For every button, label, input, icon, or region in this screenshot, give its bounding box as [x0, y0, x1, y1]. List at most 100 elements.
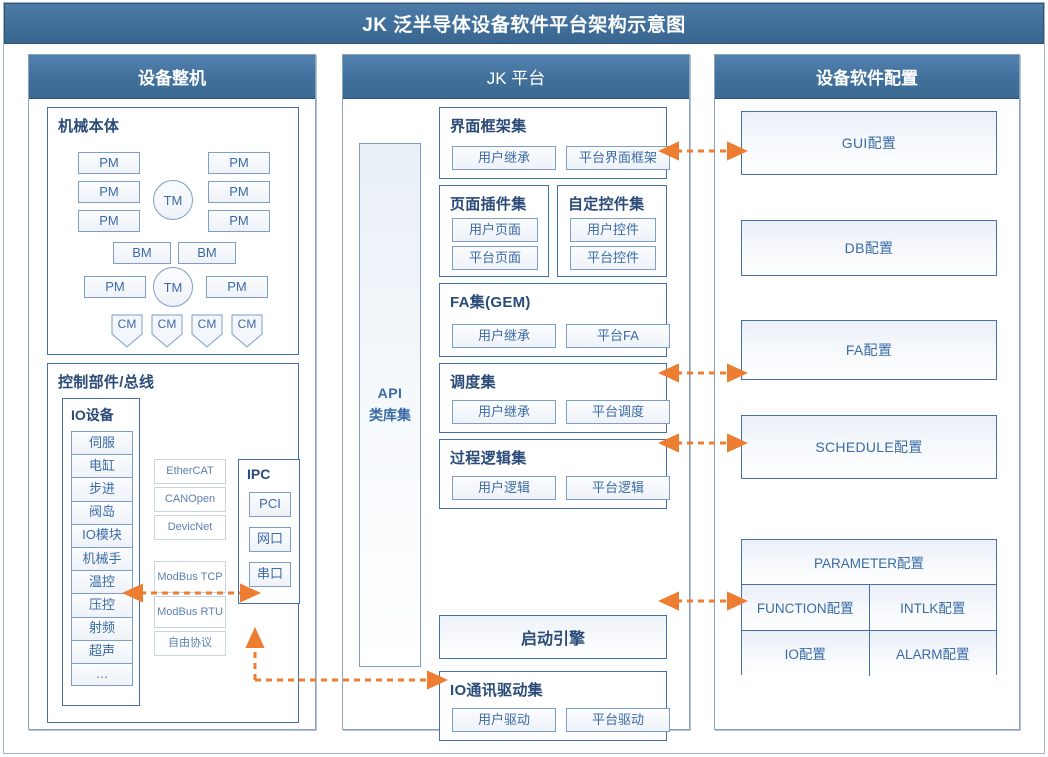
- group-title-io-device: IO设备: [71, 407, 114, 423]
- group-title-schedule: 调度集: [450, 374, 496, 391]
- pm-module[interactable]: PM: [84, 276, 146, 298]
- group-item[interactable]: 平台逻辑: [566, 476, 670, 500]
- cm-module[interactable]: CM: [190, 314, 224, 348]
- pm-module[interactable]: PM: [208, 181, 270, 203]
- config-fa[interactable]: FA配置: [741, 320, 997, 380]
- group-ipc: IPC PCI 网口 串口: [238, 459, 300, 604]
- group-item[interactable]: 用户逻辑: [452, 476, 556, 500]
- cm-label: CM: [197, 317, 217, 331]
- group-item[interactable]: 平台调度: [566, 400, 670, 424]
- pentagon-shape-icon: [191, 314, 223, 348]
- group-fa-gem: FA集(GEM) 用户继承 平台FA: [439, 283, 670, 357]
- cm-module[interactable]: CM: [230, 314, 264, 348]
- config-io[interactable]: IO配置: [742, 630, 870, 676]
- group-item[interactable]: 用户页面: [452, 218, 538, 242]
- api-library-box[interactable]: API 类库集: [359, 143, 421, 667]
- pm-module[interactable]: PM: [78, 152, 140, 174]
- column-header-platform: JK 平台: [343, 55, 689, 99]
- group-title-io-driver: IO通讯驱动集: [450, 682, 543, 699]
- ipc-port[interactable]: PCI: [249, 492, 291, 517]
- group-ui-framework: 界面框架集 用户继承 平台界面框架: [439, 107, 670, 179]
- io-device-item[interactable]: 电缸: [71, 454, 133, 478]
- group-control-bus: 控制部件/总线 IO设备 伺服 电缸 步进 阀岛 IO模块 机械手 温控 压控 …: [47, 363, 300, 723]
- group-item[interactable]: 用户继承: [452, 324, 556, 348]
- group-item[interactable]: 平台页面: [452, 246, 538, 270]
- pm-module[interactable]: PM: [208, 210, 270, 232]
- group-items-io-driver: 用户驱动 平台驱动: [452, 708, 670, 732]
- bm-module[interactable]: BM: [113, 242, 171, 264]
- pm-module[interactable]: PM: [206, 276, 268, 298]
- group-title-mechanical: 机械本体: [58, 118, 120, 135]
- io-device-list: 伺服 电缸 步进 阀岛 IO模块 机械手 温控 压控 射频 超声 …: [71, 431, 133, 687]
- group-item[interactable]: 平台界面框架: [566, 146, 670, 170]
- protocol-list: EtherCAT CANOpen DevicNet ModBus TCP Mod…: [154, 459, 226, 659]
- config-function[interactable]: FUNCTION配置: [742, 585, 870, 631]
- pm-module[interactable]: PM: [78, 210, 140, 232]
- protocol-item[interactable]: CANOpen: [154, 487, 226, 512]
- protocol-item[interactable]: DevicNet: [154, 515, 226, 540]
- group-title-ui-framework: 界面框架集: [450, 118, 527, 135]
- group-schedule: 调度集 用户继承 平台调度: [439, 363, 670, 433]
- config-parameter-grid: PARAMETER配置 FUNCTION配置 INTLK配置 IO配置 ALAR…: [741, 539, 997, 676]
- pm-module[interactable]: PM: [208, 152, 270, 174]
- pentagon-shape-icon: [151, 314, 183, 348]
- config-gui[interactable]: GUI配置: [741, 111, 997, 175]
- bm-module[interactable]: BM: [178, 242, 236, 264]
- protocol-gap: [154, 543, 226, 561]
- config-alarm[interactable]: ALARM配置: [869, 630, 996, 676]
- io-device-item[interactable]: …: [71, 662, 133, 687]
- group-item[interactable]: 用户驱动: [452, 708, 556, 732]
- group-title-custom-controls: 自定控件集: [568, 196, 645, 213]
- tm-module[interactable]: TM: [153, 267, 193, 307]
- cm-module[interactable]: CM: [110, 314, 144, 348]
- io-device-item[interactable]: 射频: [71, 616, 133, 640]
- io-device-item[interactable]: 伺服: [71, 431, 133, 455]
- group-title-fa-gem: FA集(GEM): [450, 294, 531, 311]
- protocol-item[interactable]: 自由协议: [154, 631, 226, 656]
- group-item[interactable]: 用户继承: [452, 400, 556, 424]
- startup-engine-box[interactable]: 启动引擎: [439, 615, 667, 659]
- group-title-process-logic: 过程逻辑集: [450, 450, 527, 467]
- group-item[interactable]: 用户控件: [570, 218, 656, 242]
- column-equipment: 设备整机 机械本体 PM PM PM PM PM PM TM BM BM PM …: [28, 54, 316, 730]
- group-page-plugins: 页面插件集 用户页面 平台页面: [439, 185, 549, 277]
- group-item[interactable]: 用户继承: [452, 146, 556, 170]
- io-device-item[interactable]: IO模块: [71, 523, 133, 547]
- config-intlk[interactable]: INTLK配置: [869, 585, 996, 631]
- io-device-item[interactable]: 超声: [71, 639, 133, 663]
- protocol-item[interactable]: ModBus TCP: [154, 561, 226, 593]
- cm-label: CM: [157, 317, 177, 331]
- ipc-port[interactable]: 网口: [249, 527, 291, 552]
- ipc-port[interactable]: 串口: [249, 562, 291, 587]
- api-label-line2: 类库集: [369, 407, 411, 423]
- io-device-item[interactable]: 机械手: [71, 546, 133, 571]
- group-items-ui-framework: 用户继承 平台界面框架: [452, 146, 670, 170]
- group-items-fa-gem: 用户继承 平台FA: [452, 324, 670, 348]
- io-device-item[interactable]: 温控: [71, 570, 133, 594]
- group-item[interactable]: 平台驱动: [566, 708, 670, 732]
- group-io-device: IO设备 伺服 电缸 步进 阀岛 IO模块 机械手 温控 压控 射频 超声 …: [62, 398, 140, 706]
- group-item[interactable]: 平台控件: [570, 246, 656, 270]
- io-device-item[interactable]: 阀岛: [71, 500, 133, 524]
- config-db[interactable]: DB配置: [741, 220, 997, 276]
- cm-module[interactable]: CM: [150, 314, 184, 348]
- pentagon-shape-icon: [111, 314, 143, 348]
- group-item[interactable]: 平台FA: [566, 324, 670, 348]
- config-parameter[interactable]: PARAMETER配置: [742, 540, 996, 586]
- config-schedule[interactable]: SCHEDULE配置: [741, 415, 997, 479]
- group-title-control-bus: 控制部件/总线: [58, 374, 155, 391]
- column-header-equipment: 设备整机: [29, 55, 315, 99]
- group-items-process-logic: 用户逻辑 平台逻辑: [452, 476, 670, 500]
- group-title-ipc: IPC: [247, 466, 271, 482]
- protocol-item[interactable]: EtherCAT: [154, 459, 226, 484]
- io-device-item[interactable]: 压控: [71, 593, 133, 617]
- column-software-config: 设备软件配置 GUI配置 DB配置 FA配置 SCHEDULE配置 PARAME…: [714, 54, 1020, 730]
- io-device-item[interactable]: 步进: [71, 477, 133, 501]
- config-grid-row: IO配置 ALARM配置: [742, 630, 996, 676]
- tm-module[interactable]: TM: [153, 180, 193, 220]
- pm-module[interactable]: PM: [78, 181, 140, 203]
- pentagon-shape-icon: [231, 314, 263, 348]
- config-grid-row: PARAMETER配置: [742, 540, 996, 586]
- protocol-item[interactable]: ModBus RTU: [154, 596, 226, 628]
